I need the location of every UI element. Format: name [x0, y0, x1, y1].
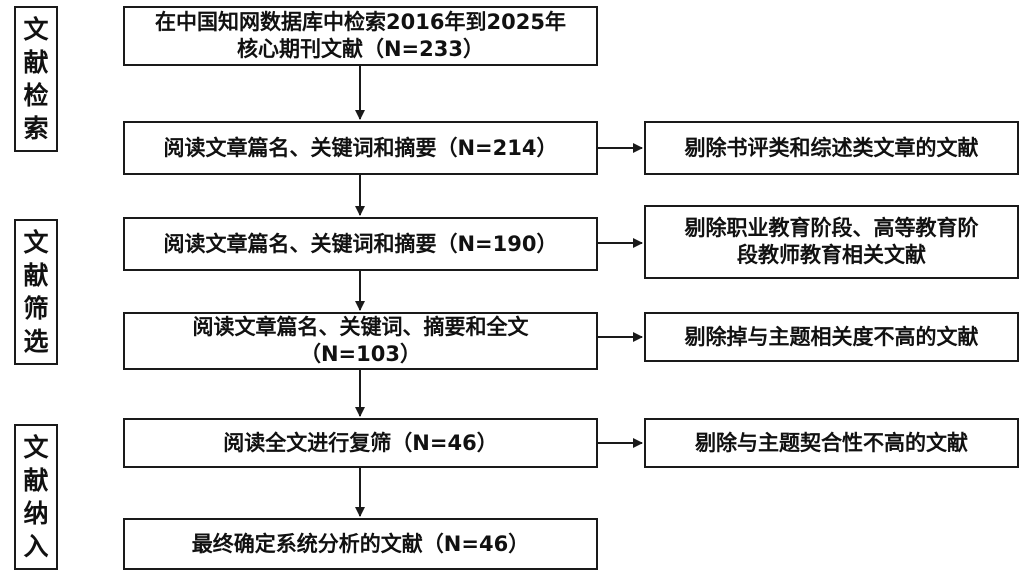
stage-char: 选 [23, 327, 49, 356]
step-box-read-fulltext: 阅读文章篇名、关键词、摘要和全文 （N=103） [123, 312, 598, 370]
stage-char: 文 [23, 228, 49, 257]
step-text: 在中国知网数据库中检索2016年到2025年 [155, 10, 566, 34]
stage-char: 纳 [23, 499, 49, 528]
exclusion-text: 剔除与主题契合性不高的文献 [695, 430, 968, 455]
stage-char: 献 [23, 48, 49, 77]
step-text: 核心期刊文献（N=233） [236, 37, 484, 61]
step-text: 最终确定系统分析的文献（N=46） [191, 531, 530, 556]
stage-label-retrieval: 文 献 检 索 [14, 6, 58, 152]
stage-char: 献 [23, 466, 49, 495]
exclusion-text: 剔除掉与主题相关度不高的文献 [684, 324, 979, 349]
exclusion-text: 段教师教育相关文献 [737, 243, 926, 267]
stage-char: 检 [23, 81, 49, 110]
step-text: （N=103） [299, 342, 421, 366]
stage-char: 入 [23, 532, 49, 561]
exclusion-box-vocational: 剔除职业教育阶段、高等教育阶 段教师教育相关文献 [644, 205, 1019, 279]
stage-char: 献 [23, 261, 49, 290]
exclusion-box-reviews: 剔除书评类和综述类文章的文献 [644, 121, 1019, 175]
stage-char: 文 [23, 433, 49, 462]
step-box-final: 最终确定系统分析的文献（N=46） [123, 518, 598, 570]
step-text: 阅读文章篇名、关键词和摘要（N=214） [163, 135, 558, 160]
step-box-rescreen: 阅读全文进行复筛（N=46） [123, 418, 598, 468]
stage-char: 文 [23, 15, 49, 44]
stage-char: 索 [23, 114, 49, 143]
step-box-read-abstract-1: 阅读文章篇名、关键词和摘要（N=214） [123, 121, 598, 175]
stage-char: 筛 [23, 294, 49, 323]
step-text: 阅读文章篇名、关键词、摘要和全文 [192, 315, 529, 339]
exclusion-box-low-fit: 剔除与主题契合性不高的文献 [644, 418, 1019, 468]
stage-label-screening: 文 献 筛 选 [14, 219, 58, 365]
exclusion-text: 剔除职业教育阶段、高等教育阶 [684, 216, 979, 240]
exclusion-box-low-relevance: 剔除掉与主题相关度不高的文献 [644, 312, 1019, 362]
step-text: 阅读全文进行复筛（N=46） [223, 430, 498, 455]
stage-label-inclusion: 文 献 纳 入 [14, 424, 58, 570]
step-box-search: 在中国知网数据库中检索2016年到2025年 核心期刊文献（N=233） [123, 6, 598, 66]
step-text: 阅读文章篇名、关键词和摘要（N=190） [163, 231, 558, 256]
step-box-read-abstract-2: 阅读文章篇名、关键词和摘要（N=190） [123, 217, 598, 271]
exclusion-text: 剔除书评类和综述类文章的文献 [684, 135, 979, 160]
